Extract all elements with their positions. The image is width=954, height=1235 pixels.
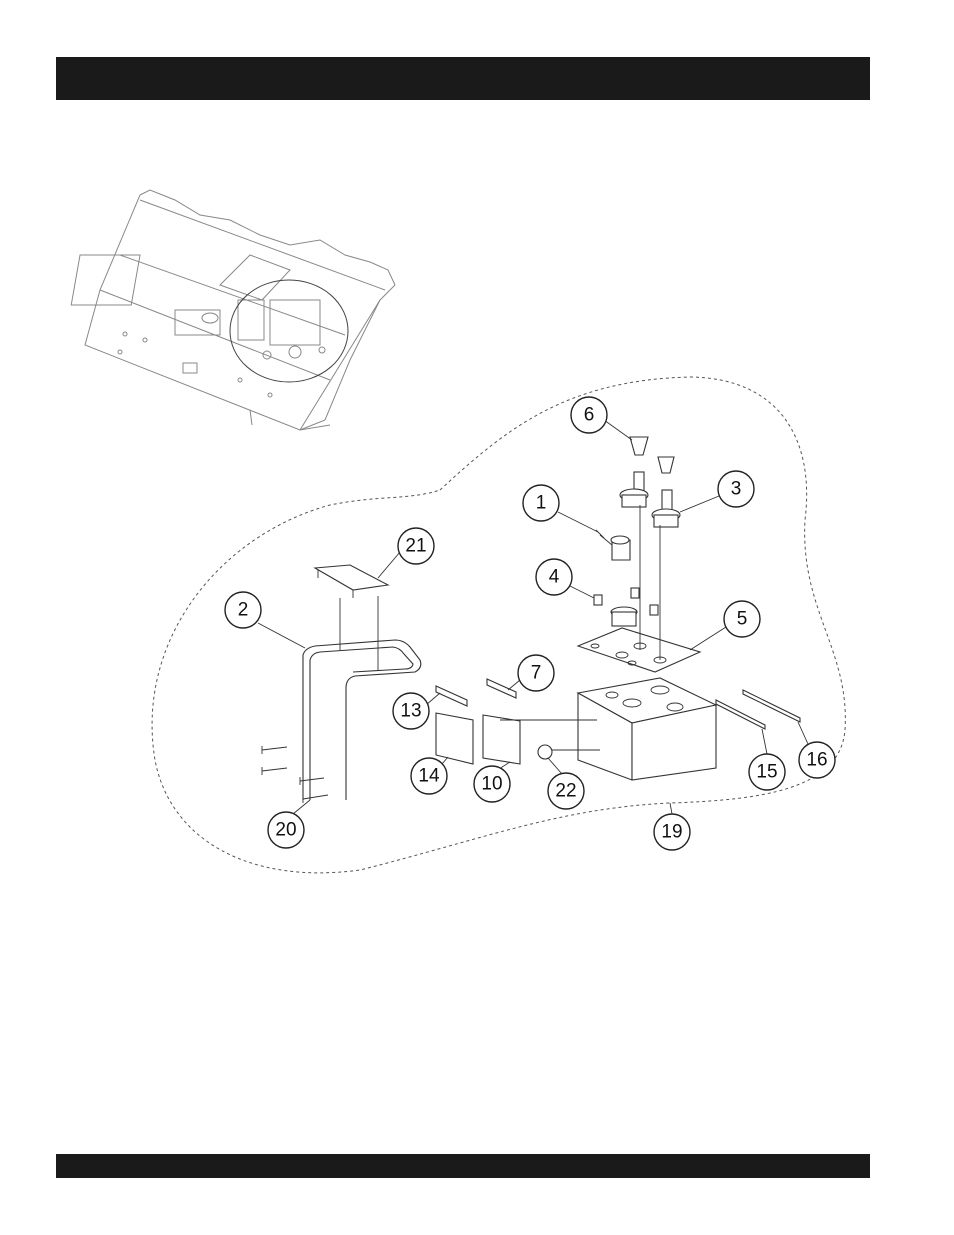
callout-15: 15 [749,729,785,790]
svg-text:2: 2 [238,600,249,621]
svg-text:4: 4 [549,567,560,588]
svg-text:3: 3 [731,479,742,500]
svg-text:6: 6 [584,405,595,426]
callout-21: 21 [378,528,434,578]
svg-text:16: 16 [806,750,827,771]
part-hinge-bracket [315,565,388,670]
part-screws [262,746,328,803]
callout-1: 1 [523,485,598,532]
locator-overview-illustration [71,190,395,430]
callout-16: 16 [798,722,835,778]
svg-text:1: 1 [536,493,547,514]
svg-text:19: 19 [661,822,682,843]
callout-6: 6 [571,397,632,440]
callout-10: 10 [474,762,510,802]
callout-2: 2 [225,592,305,648]
part-control-plate [578,628,700,672]
svg-text:7: 7 [531,663,542,684]
callout-4: 4 [536,559,594,598]
callout-20: 20 [268,800,310,848]
callout-14: 14 [411,757,448,794]
part-decals [436,679,520,764]
part-enclosure-box [500,678,716,780]
callout-22: 22 [548,758,584,809]
svg-text:20: 20 [275,820,296,841]
callout-7: 7 [508,655,554,691]
part-gasket-strips [716,690,800,729]
callout-13: 13 [393,693,440,729]
callout-19: 19 [654,803,690,850]
callout-5: 5 [690,601,760,650]
svg-text:14: 14 [418,766,440,787]
part-switches [594,437,680,660]
svg-text:21: 21 [405,536,426,557]
svg-text:10: 10 [481,774,502,795]
svg-text:5: 5 [737,609,748,630]
svg-text:13: 13 [400,701,421,722]
svg-text:15: 15 [756,762,777,783]
callout-3: 3 [680,471,754,512]
svg-text:22: 22 [555,781,576,802]
